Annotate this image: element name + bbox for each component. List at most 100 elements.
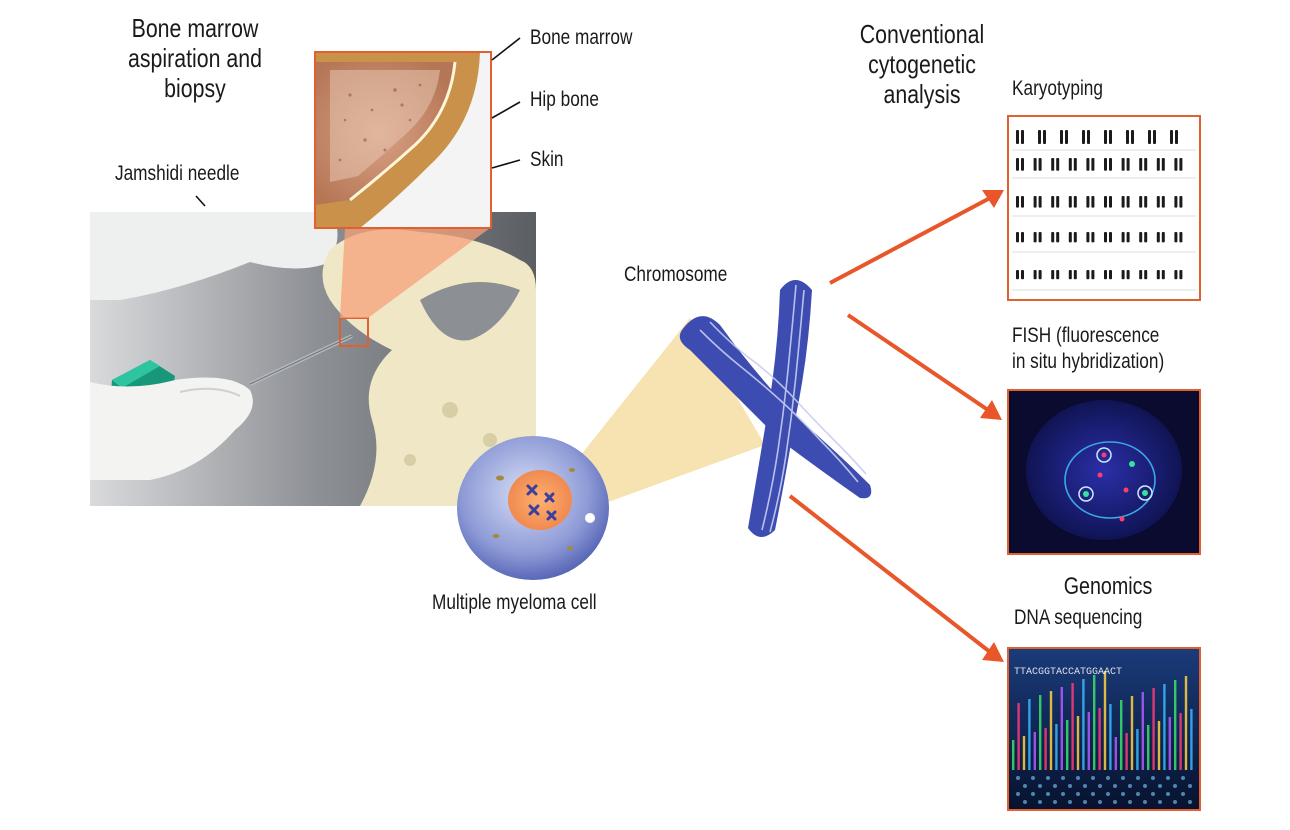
karyotype-panel	[1007, 115, 1201, 301]
karyotype-chromosome	[1033, 232, 1037, 243]
sequence-peak	[1033, 732, 1036, 770]
procedure-title: Bone marrow aspiration and biopsy	[128, 13, 262, 103]
karyotype-chromosome	[1144, 196, 1148, 208]
karyotype-chromosome	[1068, 270, 1072, 280]
karyotype-chromosome	[1086, 196, 1090, 208]
karyotype-chromosome	[1109, 130, 1112, 144]
karyotype-chromosome	[1179, 158, 1183, 171]
karyotype-chromosome	[1104, 130, 1107, 144]
sequence-peak	[1141, 692, 1144, 770]
sequence-well	[1158, 800, 1162, 804]
sequence-peak	[1022, 736, 1026, 770]
karyotype-chromosome	[1139, 196, 1143, 208]
karyotype-chromosome	[1156, 232, 1160, 243]
sequence-well	[1016, 792, 1020, 796]
needle-label: Jamshidi needle	[115, 162, 240, 185]
karyotype-chromosome	[1091, 270, 1095, 280]
karyotype-chromosome	[1021, 158, 1024, 171]
sequence-well	[1136, 792, 1140, 796]
sequence-peak	[1017, 703, 1020, 770]
karyotype-chromosome	[1126, 196, 1130, 208]
chromosome-icon	[679, 280, 872, 538]
karyotype-chromosome	[1104, 158, 1107, 171]
sequence-peak	[1093, 675, 1096, 770]
karyotype-chromosome	[1121, 270, 1125, 280]
sequence-peak	[1157, 721, 1161, 770]
karyotype-chromosome	[1121, 158, 1125, 171]
sequence-well	[1023, 784, 1027, 788]
sequence-well	[1031, 792, 1035, 796]
karyotype-chromosome	[1038, 158, 1042, 171]
sequence-well	[1068, 784, 1072, 788]
karyotype-chromosome	[1082, 130, 1085, 144]
sequence-well	[1038, 800, 1042, 804]
karyotype-chromosome	[1021, 232, 1024, 243]
sequence-well	[1053, 784, 1057, 788]
sequence-peak	[1087, 712, 1090, 770]
sequence-peak	[1109, 704, 1112, 770]
karyotype-chromosome	[1144, 232, 1148, 243]
karyotype-chromosome	[1033, 158, 1037, 171]
karyotype-chromosome	[1065, 130, 1068, 144]
karyotype-chromosome	[1174, 196, 1178, 208]
zoom-cone-marrow	[340, 228, 490, 318]
sequence-well	[1076, 776, 1080, 780]
sequence-peak	[1012, 740, 1015, 770]
karyotype-chromosome	[1121, 232, 1125, 243]
sequence-well	[1046, 792, 1050, 796]
karyotype-chromosome	[1126, 158, 1130, 171]
genomics-label: Genomics	[1063, 573, 1153, 600]
karyotype-chromosome	[1126, 270, 1130, 280]
karyotype-chromosome	[1038, 270, 1042, 280]
karyotype-chromosome	[1174, 232, 1178, 243]
sequence-well	[1098, 800, 1102, 804]
karyotype-chromosome	[1038, 232, 1042, 243]
sequence-peak	[1174, 680, 1177, 770]
karyotype-chromosome	[1021, 196, 1024, 208]
karyotype-chromosome	[1086, 232, 1090, 243]
sequence-well	[1113, 784, 1117, 788]
sequence-well	[1091, 792, 1095, 796]
sequence-peak	[1055, 724, 1058, 770]
sequence-well	[1053, 800, 1057, 804]
karyotype-chromosome	[1109, 232, 1112, 243]
karyotype-chromosome	[1126, 130, 1129, 144]
karyotype-chromosome	[1033, 270, 1037, 280]
sequence-letters: TTACGGTACCATGGAACT	[1014, 667, 1122, 678]
sequence-well	[1068, 800, 1072, 804]
bone-section-inset	[314, 51, 492, 229]
karyotype-chromosome	[1033, 196, 1037, 208]
sequence-peak	[1168, 717, 1171, 770]
karyotype-chromosome	[1016, 196, 1019, 208]
sequence-well	[1151, 792, 1155, 796]
karyotyping-label: Karyotyping	[1012, 77, 1103, 100]
sequence-peak	[1147, 725, 1150, 770]
sequence-peak	[1049, 691, 1053, 770]
karyotype-chromosome	[1091, 232, 1095, 243]
karyotype-chromosome	[1073, 196, 1077, 208]
sequence-well	[1083, 784, 1087, 788]
karyotype-chromosome	[1174, 158, 1178, 171]
sequence-well	[1143, 784, 1147, 788]
sequence-well	[1121, 792, 1125, 796]
karyotype-chromosome	[1068, 158, 1072, 171]
cytogenetic-title: Conventional cytogenetic analysis	[859, 19, 985, 109]
skin-label: Skin	[530, 148, 564, 171]
karyotype-chromosome	[1016, 130, 1019, 144]
sequence-peak	[1152, 688, 1155, 770]
sequence-peak	[1190, 709, 1193, 770]
karyotype-chromosome	[1139, 270, 1143, 280]
sequence-peak	[1071, 683, 1074, 770]
karyotype-chromosome	[1148, 130, 1151, 144]
hip-bone-label: Hip bone	[530, 88, 599, 111]
karyotype-chromosome	[1131, 130, 1134, 144]
sequence-well	[1181, 776, 1185, 780]
karyotype-chromosome	[1056, 196, 1060, 208]
sequence-peak	[1098, 708, 1101, 770]
sequence-well	[1188, 800, 1192, 804]
sequence-well	[1166, 776, 1170, 780]
sequence-peak	[1120, 700, 1123, 770]
karyotype-chromosome	[1179, 232, 1183, 243]
karyotype-chromosome	[1179, 270, 1183, 280]
karyotype-chromosome	[1051, 158, 1055, 171]
